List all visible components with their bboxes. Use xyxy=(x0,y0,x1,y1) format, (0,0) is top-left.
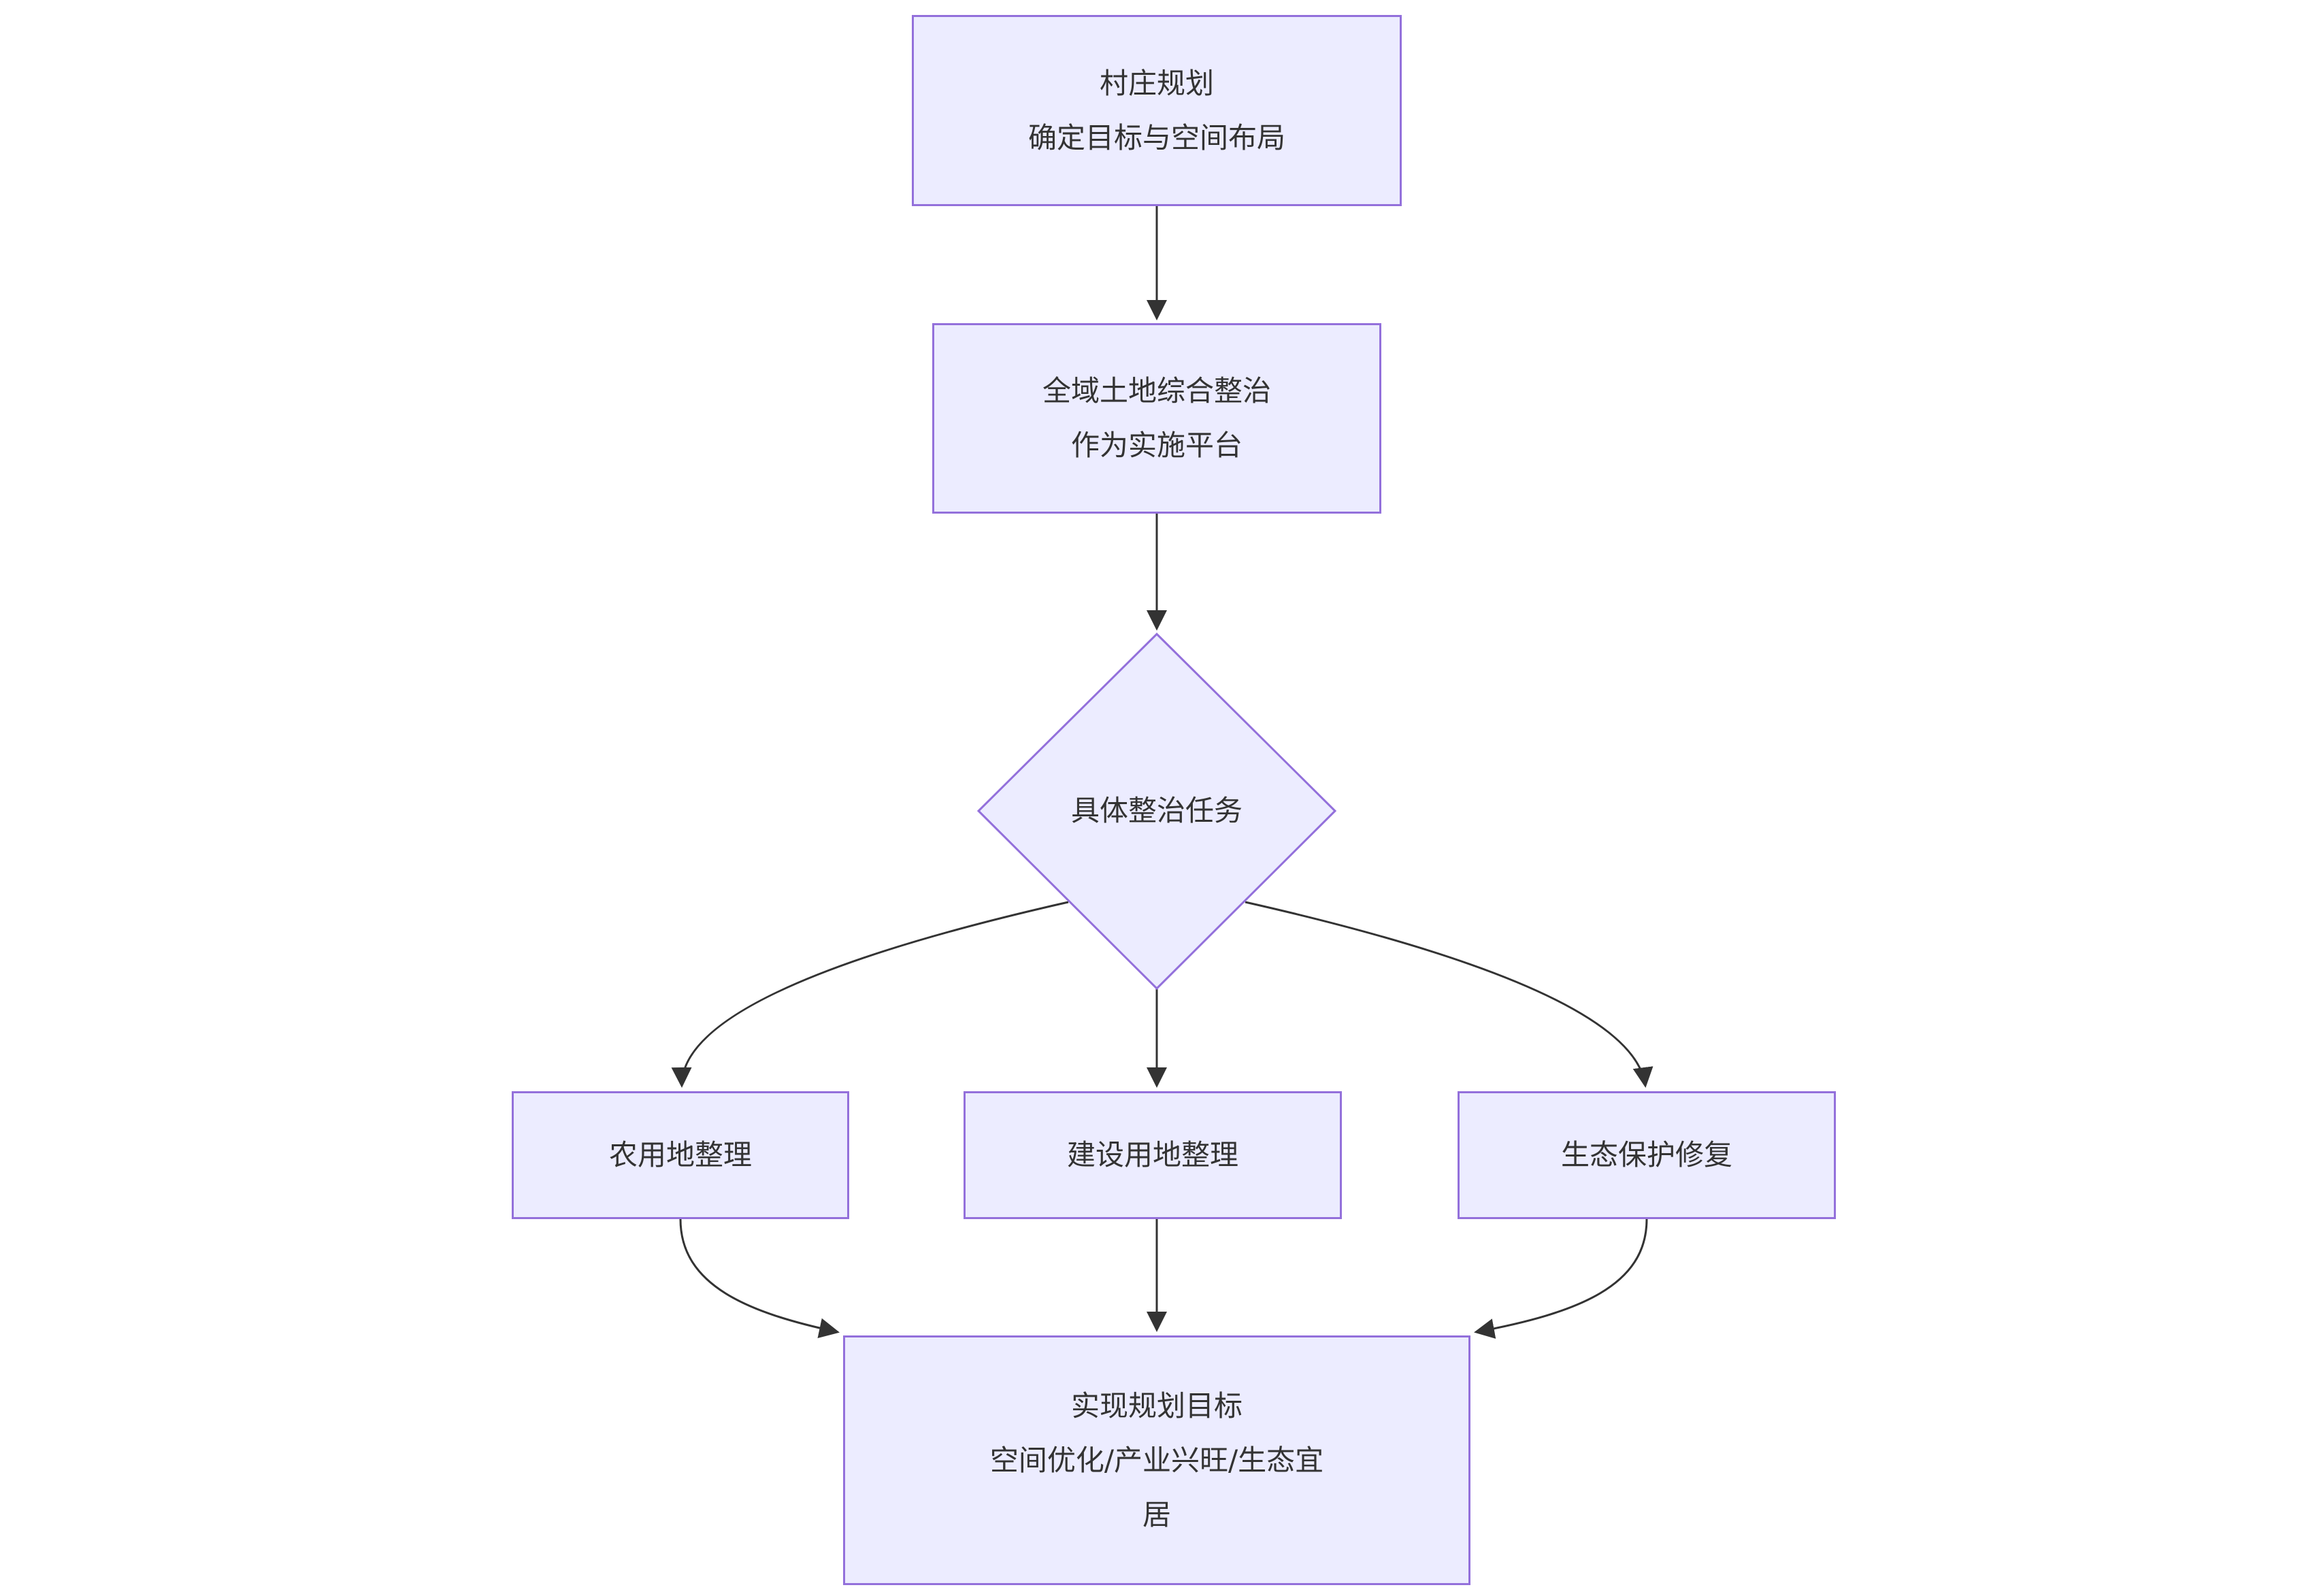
edge-tasks-farmland xyxy=(671,901,1069,1088)
node-goal-line1: 实现规划目标 xyxy=(1070,1389,1243,1423)
node-construction-land: 建设用地整理 xyxy=(964,1091,1342,1219)
node-land-consolidation: 全域土地综合整治 作为实施平台 xyxy=(932,323,1381,514)
edge-farmland-goal xyxy=(679,1218,840,1339)
node-ecology-label: 生态保护修复 xyxy=(1560,1138,1732,1171)
node-farmland-label: 农用地整理 xyxy=(608,1138,752,1171)
node-construction-label: 建设用地整理 xyxy=(1066,1138,1238,1171)
decision-tasks-shape xyxy=(976,632,1337,991)
node-village-planning: 村庄规划 确定目标与空间布局 xyxy=(912,15,1402,206)
node-consolidation-line1: 全域土地综合整治 xyxy=(1042,374,1271,408)
decision-tasks-label: 具体整治任务 xyxy=(1070,794,1243,827)
edge-ecology-goal xyxy=(1474,1218,1648,1339)
node-goal-line2: 空间优化/产业兴旺/生态宜居 xyxy=(989,1443,1324,1531)
node-consolidation-line2: 作为实施平台 xyxy=(1070,429,1243,462)
node-ecological-restoration: 生态保护修复 xyxy=(1458,1091,1836,1219)
node-village-line1: 村庄规划 xyxy=(1099,66,1214,100)
node-farmland-improvement: 农用地整理 xyxy=(512,1091,849,1219)
edge-tasks-ecology xyxy=(1245,901,1654,1088)
node-planning-goal: 实现规划目标 空间优化/产业兴旺/生态宜居 xyxy=(843,1335,1470,1585)
node-village-line2: 确定目标与空间布局 xyxy=(1027,120,1285,154)
